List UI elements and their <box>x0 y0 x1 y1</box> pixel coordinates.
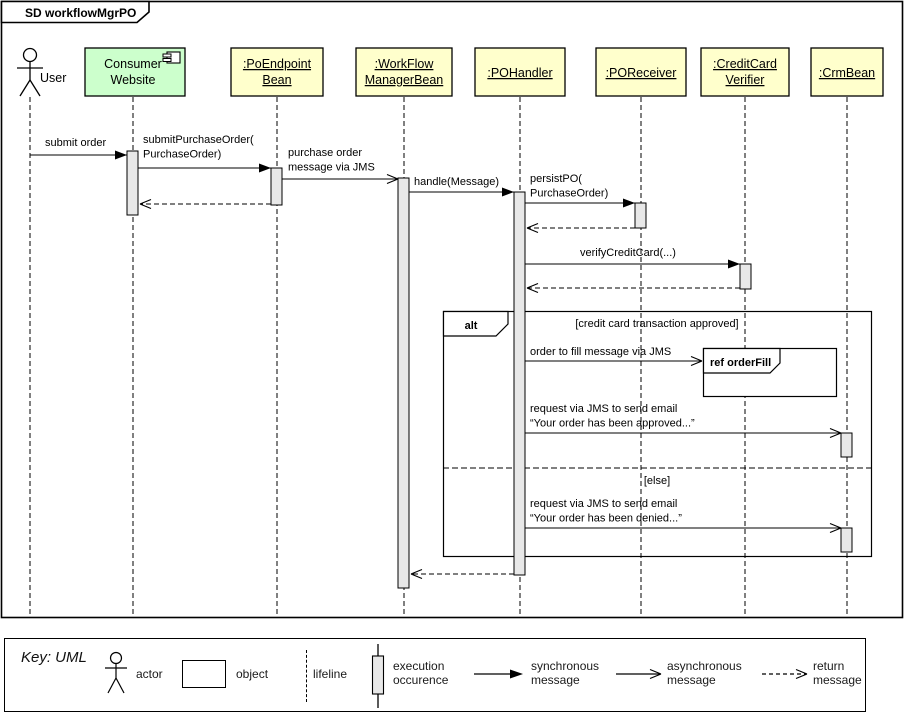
alt-guard-1: [else] <box>644 475 670 487</box>
sync-arrowhead <box>623 198 635 208</box>
message-label: purchase order <box>288 147 362 159</box>
actor-leg-user <box>29 79 41 97</box>
lifeline-label-workflow-manager-bean: ManagerBean <box>365 73 444 87</box>
legend-label-sync: synchronous message <box>531 659 600 687</box>
return-arrowhead <box>139 198 152 205</box>
message-label: handle(Message) <box>414 176 499 188</box>
message-label: verifyCreditCard(...) <box>580 247 676 259</box>
message-label: order to fill message via JMS <box>530 346 671 358</box>
activation-bar <box>397 177 410 589</box>
legend-label-object: object <box>236 667 269 681</box>
sync-arrow-icon <box>474 669 523 679</box>
message-label: submitPurchaseOrder( <box>143 134 254 146</box>
message-label: request via JMS to send email <box>530 403 677 415</box>
message-label: submit order <box>45 137 106 149</box>
sync-arrowhead <box>502 187 514 197</box>
async-arrowhead <box>829 432 842 439</box>
lifeline-label-credit-card-verifier: Verifier <box>726 73 765 87</box>
execution-occurence-icon <box>371 644 385 708</box>
message-label: request via JMS to send email <box>530 498 677 510</box>
sync-arrowhead <box>728 259 740 269</box>
activation-bar <box>270 167 283 206</box>
lifeline-label-consumer-website: Website <box>111 73 156 87</box>
lifeline-label-credit-card-verifier: :CreditCard <box>713 57 777 71</box>
message-label: PurchaseOrder) <box>143 149 221 161</box>
activation-bar <box>126 150 139 216</box>
diagram-title: SD workflowMgrPO <box>25 6 136 20</box>
lifeline-label-consumer-website: Consumer <box>104 57 162 71</box>
async-arrowhead <box>829 522 842 529</box>
async-arrowhead <box>829 527 842 534</box>
activation-bar <box>840 527 853 553</box>
async-arrow-icon <box>616 668 662 680</box>
lifeline-label-crm-bean: :CrmBean <box>819 66 875 80</box>
message-label: “Your order has been approved...” <box>530 418 695 430</box>
ref-label: ref orderFill <box>710 357 771 369</box>
lifeline-head-credit-card-verifier <box>700 47 790 97</box>
activation-bar <box>739 263 752 290</box>
lifeline-head-po-endpoint-bean <box>230 47 324 97</box>
activation-bar <box>634 202 647 229</box>
activation-bar <box>840 432 853 458</box>
lifeline-head-crm-bean <box>810 47 884 97</box>
legend-label-actor: actor <box>136 667 163 681</box>
lifeline-head-po-receiver <box>595 47 687 97</box>
ref-operator-pentagon <box>702 347 781 374</box>
return-arrowhead <box>526 222 539 229</box>
return-arrowhead <box>526 282 539 289</box>
return-arrowhead <box>526 287 539 294</box>
return-arrowhead <box>526 227 539 234</box>
lifeline-label-po-endpoint-bean: :PoEndpoint <box>243 57 312 71</box>
lifeline-label-po-receiver: :POReceiver <box>606 66 677 80</box>
async-arrowhead <box>386 173 399 180</box>
component-icon <box>162 53 172 58</box>
legend-label-lifeline: lifeline <box>313 667 348 681</box>
actor-icon <box>105 651 127 694</box>
alt-operator-label: alt <box>465 320 478 332</box>
sync-arrowhead <box>115 150 127 160</box>
lifeline-label-user: User <box>40 71 66 85</box>
legend: Key: UML actor object lifeline execution… <box>4 638 866 712</box>
legend-title: Key: UML <box>21 649 87 666</box>
alt-fragment-frame <box>442 310 873 558</box>
return-arrowhead <box>410 568 423 575</box>
lifeline-icon <box>306 650 307 702</box>
message-label: persistPO( <box>530 173 582 185</box>
async-arrowhead <box>690 355 703 362</box>
async-arrowhead <box>386 178 399 185</box>
lifeline-label-po-handler: :POHandler <box>487 66 552 80</box>
message-label: PurchaseOrder) <box>530 188 608 200</box>
sync-arrowhead <box>259 163 271 173</box>
lifeline-label-workflow-manager-bean: :WorkFlow <box>375 57 435 71</box>
return-arrowhead <box>139 203 152 210</box>
object-icon <box>182 660 226 688</box>
lifeline-head-po-handler <box>474 47 566 97</box>
message-label: message via JMS <box>288 162 375 174</box>
component-icon <box>162 58 172 62</box>
alt-guard-0: [credit card transaction approved] <box>575 318 738 330</box>
async-arrowhead <box>690 360 703 367</box>
legend-label-async: asynchronous message <box>667 659 742 687</box>
return-arrowhead <box>410 573 423 580</box>
activation-bar <box>513 191 526 576</box>
legend-label-return: return message <box>813 659 862 687</box>
actor-head-user <box>22 47 38 63</box>
sd-frame-border <box>0 0 904 619</box>
return-arrow-icon <box>762 668 808 680</box>
lifeline-label-po-endpoint-bean: Bean <box>262 73 291 87</box>
lifeline-head-workflow-manager-bean <box>355 47 453 97</box>
legend-label-execution: execution occurence <box>393 659 449 687</box>
async-arrowhead <box>829 427 842 434</box>
actor-leg-user <box>19 79 31 97</box>
message-label: “Your order has been denied...” <box>530 513 682 525</box>
sd-title-tab <box>0 0 150 24</box>
alt-operator-pentagon <box>442 310 509 337</box>
